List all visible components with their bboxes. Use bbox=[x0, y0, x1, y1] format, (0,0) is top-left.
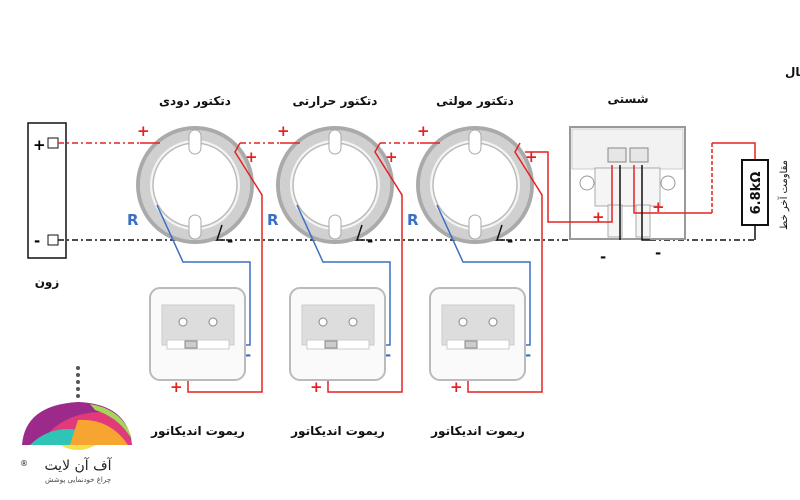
plus-sign: + bbox=[417, 122, 430, 140]
remote-terminal-label: R bbox=[267, 211, 279, 229]
manual-call-point: شستی + + - - bbox=[525, 92, 756, 266]
resistor-value: 6.8kΩ bbox=[749, 172, 764, 215]
remote-indicator-label: ریموت اندیکاتور bbox=[150, 424, 245, 439]
minus-sign: - bbox=[507, 232, 513, 250]
zone-minus: - bbox=[34, 232, 40, 250]
remote-indicator-label: ریموت اندیکاتور bbox=[430, 424, 525, 439]
minus-sign: - bbox=[367, 232, 373, 250]
logo-brand: آف آن لایت bbox=[44, 457, 112, 474]
module-label: شستی bbox=[607, 92, 648, 106]
remote-terminal-label: R bbox=[127, 211, 139, 229]
plus-sign: + bbox=[385, 148, 398, 166]
remote-indicator-1 bbox=[149, 287, 246, 381]
detector-1: دتکتور دودی + + R - - + ریموت اندیکاتور bbox=[127, 94, 263, 439]
module-minus-sign: - bbox=[655, 244, 661, 262]
plus-sign: + bbox=[137, 122, 150, 140]
logo-mark: ® bbox=[20, 459, 28, 468]
plus-sign: + bbox=[310, 378, 323, 396]
minus-sign: - bbox=[245, 346, 251, 364]
remote-indicator-label: ریموت اندیکاتور bbox=[290, 424, 385, 439]
module-plus-sign: + bbox=[652, 198, 665, 216]
remote-indicator-3 bbox=[429, 287, 526, 381]
end-of-line-resistor: 6.8kΩ مقاومت آخر خط bbox=[741, 159, 790, 240]
plus-sign: + bbox=[277, 122, 290, 140]
logo-tagline: چراغ خودنمایی پوشش bbox=[45, 476, 111, 484]
detector-2: دتکتور حرارتی++R--+ریموت اندیکاتور bbox=[267, 94, 403, 439]
module-minus-sign: - bbox=[600, 248, 606, 266]
module-plus-sign: + bbox=[592, 208, 605, 226]
brand-logo: آف آن لایت ® چراغ خودنمایی پوشش bbox=[20, 366, 132, 484]
minus-sign: - bbox=[227, 232, 233, 250]
zone-terminal: + - زون bbox=[27, 122, 67, 290]
zone-label: زون bbox=[35, 275, 60, 290]
zone-plus: + bbox=[33, 136, 46, 154]
plus-sign: + bbox=[525, 148, 538, 166]
resistor-label: مقاومت آخر خط bbox=[777, 160, 790, 230]
remote-terminal-label: R bbox=[407, 211, 419, 229]
minus-sign: - bbox=[385, 346, 391, 364]
diagram-title: دیاگرام زون سیستم کانونشنال bbox=[785, 65, 800, 80]
plus-sign: + bbox=[450, 378, 463, 396]
detector-label: دتکتور دودی bbox=[159, 94, 231, 109]
detector-3: دتکتور مولتی + + R - - + ریموت اندیکاتور bbox=[407, 94, 543, 439]
detector-label: دتکتور حرارتی bbox=[293, 94, 378, 109]
plus-sign: + bbox=[170, 378, 183, 396]
remote-indicator-2 bbox=[289, 287, 386, 381]
plus-sign: + bbox=[245, 148, 258, 166]
detector-label: دتکتور مولتی bbox=[436, 94, 514, 109]
minus-sign: - bbox=[525, 346, 531, 364]
